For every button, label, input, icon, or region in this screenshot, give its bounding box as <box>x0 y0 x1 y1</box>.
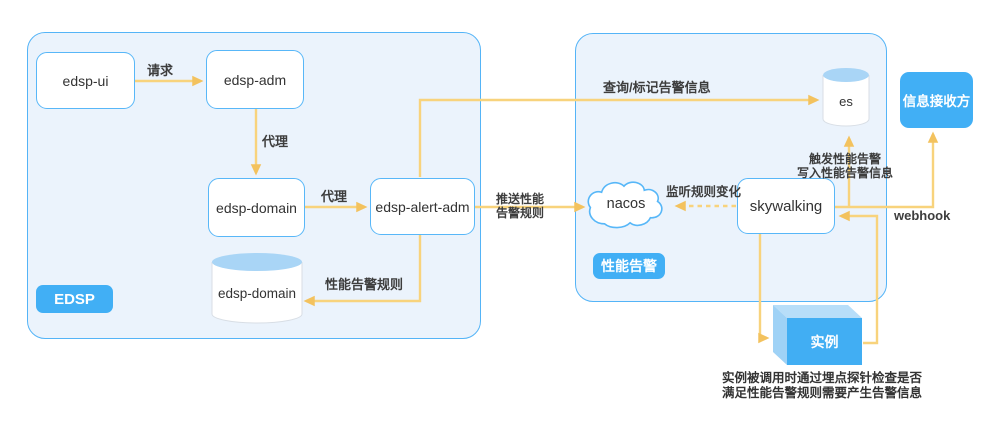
node-edsp-alert-adm: edsp-alert-adm <box>370 178 475 235</box>
edge-label-trigger-l1: 触发性能告警 <box>808 152 881 166</box>
nacos-cloud-icon <box>587 181 663 229</box>
node-message-receiver-label: 信息接收方 <box>902 94 971 109</box>
perf-alert-group-badge: 性能告警 <box>593 253 665 279</box>
node-edsp-adm-label: edsp-adm <box>223 71 287 88</box>
instance-note: 实例被调用时通过埋点探针检查是否 满足性能告警规则需要产生告警信息 <box>722 371 922 401</box>
es-database-icon <box>822 68 870 127</box>
perf-alert-group-badge-label: 性能告警 <box>601 258 657 274</box>
edsp-group-badge: EDSP <box>36 285 113 313</box>
edge-label-push-rule: 推送性能 告警规则 <box>496 192 545 220</box>
node-edsp-ui-label: edsp-ui <box>62 72 109 89</box>
edge-label-trigger-write: 触发性能告警 写入性能告警信息 <box>788 152 902 180</box>
instance-label: 实例 <box>810 333 839 350</box>
instance-note-line2: 满足性能告警规则需要产生告警信息 <box>722 386 923 400</box>
edge-label-proxy-adm: 代理 <box>262 134 289 149</box>
instance-label-wrap: 实例 <box>787 318 862 365</box>
instance-note-line1: 实例被调用时通过埋点探针检查是否 <box>722 371 923 385</box>
edge-label-proxy-domain: 代理 <box>321 189 348 204</box>
edsp-domain-database-icon <box>211 253 303 324</box>
node-edsp-domain: edsp-domain <box>208 178 305 237</box>
edsp-domain-db-label-wrap: edsp-domain <box>210 283 304 303</box>
node-edsp-ui: edsp-ui <box>36 52 135 109</box>
edge-label-webhook: webhook <box>894 208 951 223</box>
node-edsp-alert-adm-label: edsp-alert-adm <box>375 198 470 215</box>
es-label: es <box>839 93 853 109</box>
edge-label-perf-rule: 性能告警规则 <box>325 277 404 292</box>
node-edsp-domain-label: edsp-domain <box>216 199 297 216</box>
nacos-label-wrap: nacos <box>584 194 668 214</box>
edsp-domain-db-label: edsp-domain <box>217 285 297 301</box>
node-skywalking: skywalking <box>737 178 835 234</box>
edge-label-listen: 监听规则变化 <box>666 185 742 199</box>
nacos-label: nacos <box>606 196 646 212</box>
edge-label-push-rule-l1: 推送性能 <box>496 192 545 206</box>
node-edsp-adm: edsp-adm <box>206 50 304 109</box>
edge-label-query-mark: 查询/标记告警信息 <box>603 80 711 95</box>
edsp-group-badge-label: EDSP <box>54 290 95 308</box>
node-skywalking-label: skywalking <box>749 197 823 215</box>
node-message-receiver: 信息接收方 <box>900 72 973 128</box>
edge-label-request: 请求 <box>147 63 174 78</box>
edge-label-trigger-l2: 写入性能告警信息 <box>796 165 893 180</box>
es-label-wrap: es <box>821 92 871 110</box>
edge-label-push-rule-l2: 告警规则 <box>496 205 545 220</box>
